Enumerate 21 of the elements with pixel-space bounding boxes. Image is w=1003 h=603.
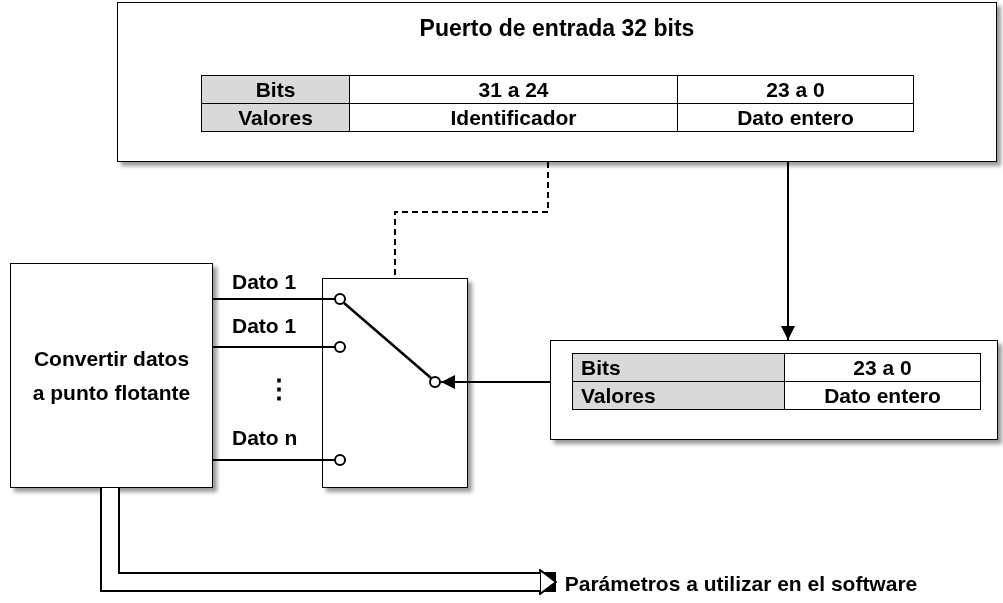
table-header-cell: 23 a 0 xyxy=(784,353,981,382)
connector-line xyxy=(212,459,323,461)
table-cell: Valores xyxy=(572,381,785,410)
node-label: Convertir datos a punto flotante xyxy=(31,345,192,406)
table-header-cell: 23 a 0 xyxy=(677,75,914,104)
table-header-cell: Bits xyxy=(572,353,785,382)
data-panel xyxy=(550,340,998,440)
process-box xyxy=(10,263,213,488)
arrow xyxy=(781,161,795,341)
connector-line xyxy=(212,346,323,348)
connector-line xyxy=(212,298,323,300)
switch-box xyxy=(322,278,468,488)
panel-title: Puerto de entrada 32 bits xyxy=(418,15,696,42)
arrow xyxy=(440,375,551,389)
ellipsis-label: ⋮ xyxy=(266,376,292,402)
node-label: Parámetros a utilizar en el software xyxy=(563,571,919,597)
table-header-cell: Bits xyxy=(201,75,350,104)
table-cell: Valores xyxy=(201,103,350,132)
port-panel xyxy=(117,2,997,162)
table-cell: Dato entero xyxy=(784,381,981,410)
table-cell: Dato entero xyxy=(677,103,914,132)
